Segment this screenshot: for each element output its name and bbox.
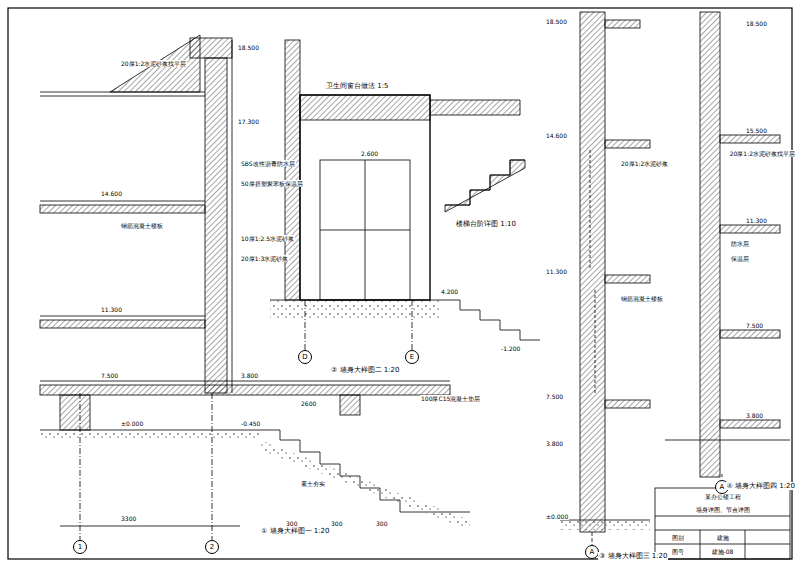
annotation-text: 10厚1:2.5水泥砂浆 [240, 235, 295, 242]
annotation-text: 3.800 [745, 412, 764, 419]
title-text: 建施 [717, 534, 729, 541]
annotation-text: 18.500 [237, 44, 260, 51]
title-block-cell: 墙身详图、节点详图 [657, 503, 788, 515]
title-text: 墙身详图、节点详图 [696, 506, 750, 513]
axis-bubble: E [405, 350, 419, 364]
axis-bubble: 2 [205, 540, 219, 554]
annotation-text: 20厚1:2水泥砂浆 [620, 160, 669, 167]
annotation-text: 3300 [120, 515, 137, 522]
annotation-text: 钢筋混凝土楼板 [620, 295, 664, 302]
annotation-text: 18.500 [745, 20, 768, 27]
title-text: 图别 [672, 534, 684, 541]
axis-bubble: A [585, 545, 599, 559]
axis-number: E [410, 353, 414, 361]
annotation-text: 3.800 [545, 440, 564, 447]
title-block-cell: 图别 [657, 531, 699, 543]
detail-caption: ② 墙身大样图二 1:20 [330, 366, 400, 374]
annotation-text: 11.300 [745, 217, 768, 224]
axis-number: A [720, 483, 725, 491]
annotation-text: 300 [285, 520, 298, 527]
annotation-text: SBS改性沥青防水层 [240, 160, 296, 167]
detail-caption: 楼梯台阶详图 1:10 [455, 220, 517, 228]
axis-number: 1 [78, 543, 82, 551]
annotation-text: 防水层 [730, 240, 750, 247]
annotation-text: 钢筋混凝土楼板 [120, 222, 164, 229]
annotation-text: -0.450 [240, 420, 261, 427]
annotation-text: 11.300 [545, 268, 568, 275]
annotation-text: 保温层 [730, 255, 750, 262]
detail-caption: ④ 墙身大样图四 1:20 [726, 482, 796, 490]
title-text: 建施-08 [712, 548, 734, 555]
annotation-text: 300 [330, 520, 343, 527]
detail-caption: ③ 墙身大样图三 1:20 [598, 552, 668, 560]
annotation-text: ±0.000 [120, 420, 144, 427]
axis-number: D [302, 353, 307, 361]
title-text: 图号 [672, 548, 684, 555]
annotation-text: 17.300 [237, 118, 260, 125]
annotation-text: ±0.000 [545, 513, 569, 520]
annotation-text: 2600 [300, 400, 317, 407]
annotation-text: 7.500 [545, 393, 564, 400]
annotation-text: 300 [375, 520, 388, 527]
annotation-text: -1.200 [500, 345, 521, 352]
annotation-text: 50厚挤塑聚苯板保温层 [240, 180, 304, 187]
title-block-cell: 建施-08 [701, 545, 744, 557]
annotation-text: 20厚1:2水泥砂浆找平层 [729, 150, 796, 157]
annotation-text: 素土夯实 [300, 480, 326, 487]
annotation-text: 15.500 [745, 127, 768, 134]
axis-number: A [590, 548, 595, 556]
annotation-text: 7.500 [100, 372, 119, 379]
annotation-text: 14.600 [545, 132, 568, 139]
annotation-text: 7.500 [745, 322, 764, 329]
annotation-text: 14.600 [100, 190, 123, 197]
detail-caption: ① 墙身大样图一 1:20 [260, 527, 330, 535]
annotation-text: 18.500 [545, 18, 568, 25]
axis-number: 2 [210, 543, 214, 551]
annotation-text: 100厚C15混凝土垫层 [420, 395, 481, 402]
annotation-text: 4.200 [440, 288, 459, 295]
detail-caption: 卫生间窗台做法 1:5 [325, 82, 390, 90]
annotation-text: 20厚1:2水泥砂浆找平层 [120, 60, 187, 67]
annotation-text: 3.800 [240, 372, 259, 379]
title-block-cell: 建施 [701, 531, 744, 543]
annotation-text: 11.300 [100, 306, 123, 313]
annotation-text: 20厚1:3水泥砂浆 [240, 255, 289, 262]
axis-bubble: 1 [73, 540, 87, 554]
axis-bubble: D [298, 350, 312, 364]
annotation-text: 2.600 [360, 150, 379, 157]
